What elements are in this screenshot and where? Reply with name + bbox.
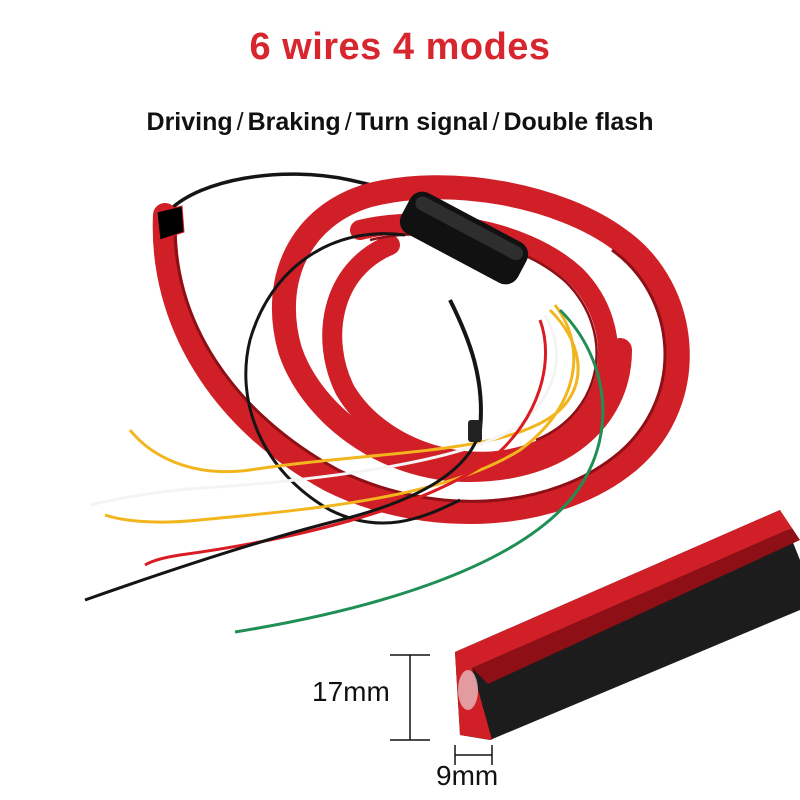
black-wire-loop	[244, 232, 461, 525]
black-wire	[84, 429, 482, 602]
white-wire	[89, 314, 558, 507]
width-label: 9mm	[436, 760, 499, 791]
mode-separator: /	[492, 108, 500, 136]
led-strip-coil-edge	[173, 219, 667, 503]
mode-double-flash: Double flash	[503, 108, 654, 136]
wire-connector	[468, 420, 482, 442]
red-wire	[144, 319, 548, 567]
width-dimension-marker	[454, 745, 493, 765]
yellow-wire-1	[128, 308, 580, 474]
green-wire	[234, 308, 605, 634]
led-strip-coil-outer	[152, 175, 690, 524]
mode-separator: /	[344, 108, 352, 136]
height-label: 17mm	[312, 676, 390, 707]
mode-turn-signal: Turn signal	[355, 108, 489, 136]
yellow-wire-2	[104, 304, 576, 524]
strip-end-cap	[156, 205, 185, 241]
strip-cross-section	[455, 510, 800, 740]
black-cable-box	[448, 299, 483, 431]
height-dimension-marker	[390, 654, 430, 741]
mode-separator: /	[236, 108, 244, 136]
page-title: 6 wires 4 modes	[249, 26, 551, 68]
mode-driving: Driving	[146, 108, 233, 136]
mode-braking: Braking	[247, 108, 341, 136]
mode-list: Driving/Braking/Turn signal/Double flash	[0, 108, 800, 137]
controller-box	[399, 191, 529, 285]
